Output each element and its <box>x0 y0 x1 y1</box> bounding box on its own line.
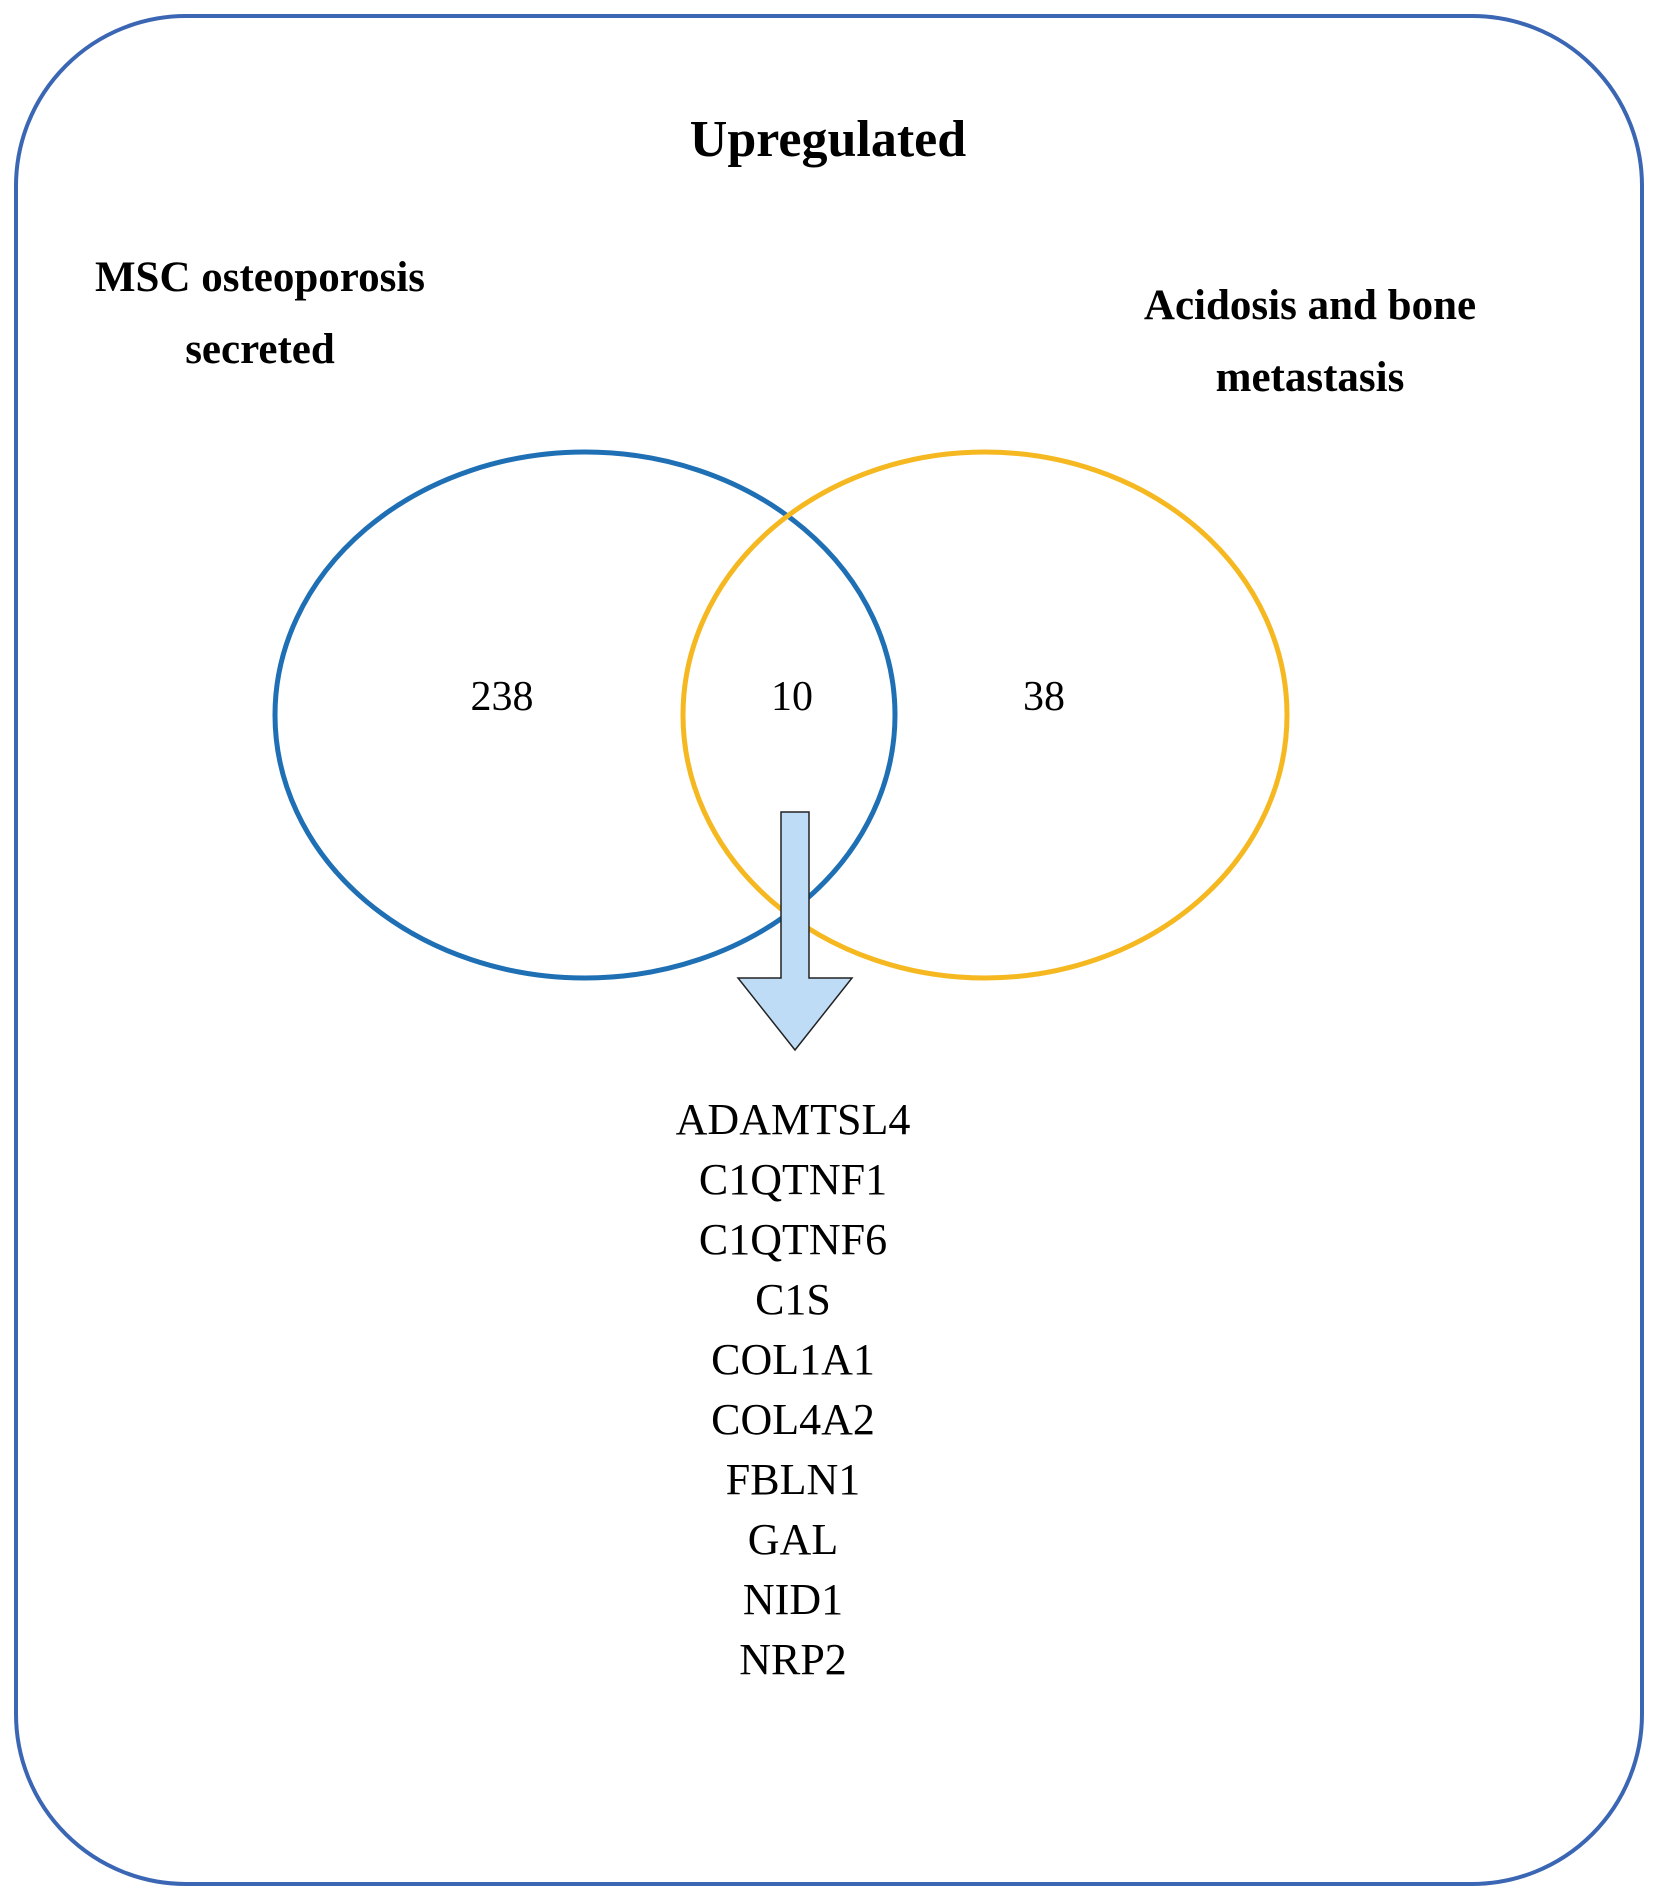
gene-item: C1QTNF1 <box>698 1155 888 1204</box>
set-label-left: MSC osteoporosis secreted <box>30 242 490 386</box>
gene-item: NID1 <box>742 1575 844 1624</box>
gene-item: GAL <box>747 1515 839 1564</box>
gene-item: C1S <box>755 1275 831 1324</box>
gene-item: FBLN1 <box>725 1455 861 1504</box>
gene-item: ADAMTSL4 <box>675 1095 911 1144</box>
outer-frame <box>14 14 1644 1886</box>
gene-item: COL4A2 <box>711 1395 875 1444</box>
set-label-right-line1: Acidosis and bone <box>1143 282 1477 329</box>
gene-item: COL1A1 <box>711 1335 875 1384</box>
gene-item: C1QTNF6 <box>698 1215 888 1264</box>
down-arrow-icon <box>736 811 854 1052</box>
count-overlap: 10 <box>771 674 813 720</box>
set-label-left-line2: secreted <box>185 326 335 373</box>
diagram-title: Upregulated <box>689 111 967 168</box>
set-circle-msc-osteoporosis <box>272 449 898 981</box>
set-label-left-line1: MSC osteoporosis <box>94 254 426 301</box>
set-label-right-line2: metastasis <box>1215 354 1405 401</box>
count-left-only: 238 <box>470 674 534 720</box>
set-circle-acidosis-bone-metastasis <box>680 449 1290 981</box>
count-right-only: 38 <box>1023 674 1065 720</box>
gene-item: NRP2 <box>739 1635 847 1684</box>
overlap-gene-list: ADAMTSL4 C1QTNF1 C1QTNF6 C1S COL1A1 COL4… <box>578 1090 1008 1690</box>
set-label-right: Acidosis and bone metastasis <box>1080 270 1540 414</box>
